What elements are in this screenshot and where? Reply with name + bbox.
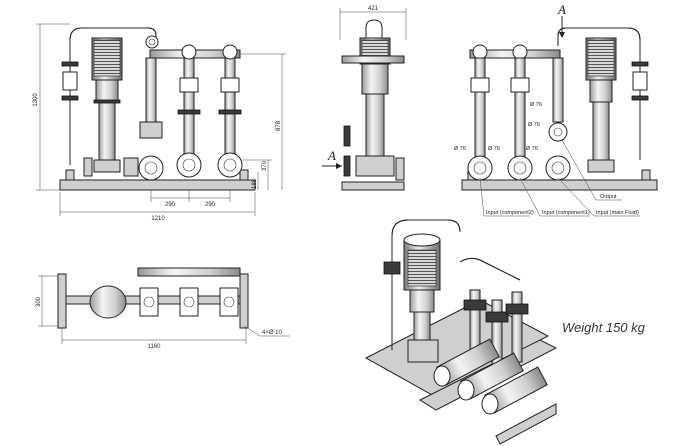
rear-diameter-b: Ø 76 [526,146,538,152]
top-view: 300 1160 4×Ø 10 [36,267,290,350]
rear-diameter-e: Ø 76 [528,122,540,128]
dim-width-total: 1210 [151,216,165,222]
rear-diameter-c: Ø 76 [454,146,466,152]
label-input-component2: Input (component2) [486,210,534,216]
front-column-left [176,44,202,178]
dim-side-width: 421 [368,6,379,12]
label-input-component1: Input (component1) [542,210,590,216]
rear-view: A Ø 76 Ø 76 Ø 76 Ø 76 Ø 76 [454,2,658,217]
dim-spacing-right: 290 [205,202,216,208]
weight-label: Weight 150 kg [562,320,646,335]
dim-top-depth: 300 [36,296,42,307]
dim-height-total: 1300 [33,93,39,107]
rear-view-marker: A [557,2,566,17]
top-pump-units [139,287,239,317]
front-view: 1300 878 370 188 290 290 1210 [33,23,286,222]
side-view-marker: A [327,148,336,163]
dim-height-pipe: 878 [276,120,282,131]
front-column-right [217,44,243,178]
dim-height-outlet: 370 [262,160,268,171]
rear-diameter-d: Ø 76 [488,146,500,152]
dim-spacing-left: 290 [165,202,176,208]
iso-inlet-pipes [433,338,548,415]
dim-height-inlet: 188 [252,178,258,189]
dim-top-length: 1160 [148,344,162,350]
label-input-main: Input (main Fluid) [596,210,639,216]
isometric-view [364,219,558,445]
rear-diameter-a: Ø 76 [530,102,542,108]
side-view: 421 A [322,6,407,191]
label-output: Output [600,194,617,200]
front-dimensions: 1300 878 370 188 290 290 1210 [33,23,286,222]
dim-top-holes: 4×Ø 10 [262,330,283,336]
